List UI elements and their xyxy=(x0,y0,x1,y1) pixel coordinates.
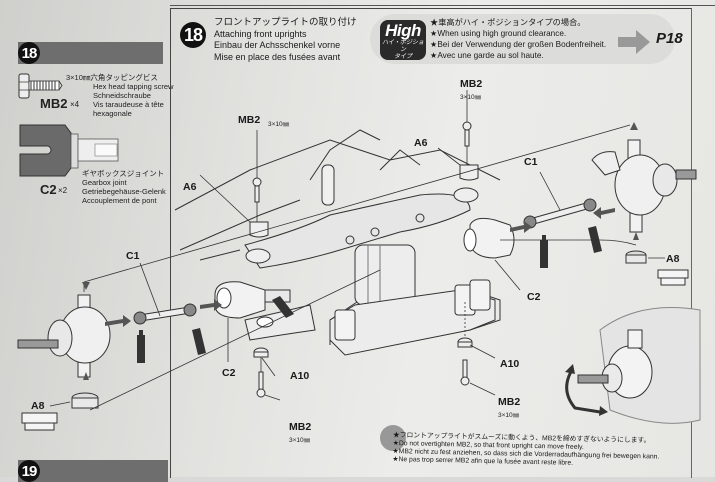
callout-mb2-size: 3×10㎜ xyxy=(289,437,311,444)
driveshaft-right xyxy=(523,198,597,229)
step-title-jp: フロントアップライトの取り付け xyxy=(214,17,357,28)
callout-mb2: MB2 xyxy=(238,114,261,126)
high-note-en: ★When using high ground clearance. xyxy=(430,29,567,38)
driveshaft-left xyxy=(133,303,197,325)
callout-mb2: MB2 xyxy=(289,421,312,433)
callout-a8: A8 xyxy=(666,253,680,265)
parts-step-badge: 18 xyxy=(18,42,40,64)
callout-mb2: MB2 xyxy=(460,78,483,90)
callout-a8: A8 xyxy=(31,400,45,412)
lower-plate xyxy=(329,279,496,356)
callout-a6: A6 xyxy=(183,181,197,193)
high-note-fr: ★Avec une garde au sol haute. xyxy=(430,51,544,60)
callout-a6: A6 xyxy=(414,137,428,149)
step-title-de: Einbau der Achsschenkel vorne xyxy=(214,40,341,50)
high-note-jp: ★車高がハイ・ポジションタイプの場合。 xyxy=(430,18,586,27)
gearbox-joint-right xyxy=(463,217,515,259)
part-code: MB2 xyxy=(40,96,68,111)
page-reference-link[interactable]: P18 xyxy=(656,30,683,47)
step-title-fr: Mise en place des fusées avant xyxy=(214,51,341,62)
callout-c2: C2 xyxy=(527,291,541,303)
part-name-jp: 3×10㎜六角タッピングビス xyxy=(66,73,158,82)
high-note-de: ★Bei der Verwendung der großen Bodenfrei… xyxy=(430,40,607,49)
callout-c2: C2 xyxy=(222,367,236,379)
suspension-arm xyxy=(244,187,479,269)
front-upright-left xyxy=(17,294,111,378)
gearbox-joint-left xyxy=(214,281,291,319)
part-name-fr: Accouplement de pont xyxy=(82,196,157,205)
lower-arm-left xyxy=(244,304,316,341)
high-badge-sub2: タイプ xyxy=(393,54,412,60)
step-panel xyxy=(170,8,692,478)
a8-bushing-left xyxy=(21,392,99,431)
callout-mb2-size: 3×10㎜ xyxy=(460,94,482,101)
step-title: フロントアップライトの取り付け Attaching front uprights… xyxy=(214,17,357,63)
high-position-badge: High ハイ・ポジション タイプ xyxy=(380,20,426,60)
callout-mb2-size: 3×10㎜ xyxy=(498,412,520,419)
high-badge-label: High xyxy=(385,21,421,40)
callout-a10: A10 xyxy=(500,358,520,370)
upright-rotation-inset xyxy=(577,307,701,424)
high-clearance-notes: ★車高がハイ・ポジションタイプの場合。 ★When using high gro… xyxy=(430,17,606,61)
high-badge-sub1: ハイ・ポジション xyxy=(382,40,424,53)
part-code: C2 xyxy=(40,182,57,197)
callout-mb2: MB2 xyxy=(498,396,521,408)
callout-c1: C1 xyxy=(126,250,140,262)
callout-c1: C1 xyxy=(524,156,538,168)
parts-step-bar xyxy=(18,42,163,64)
front-upright-right xyxy=(591,139,697,233)
caution-seal-icon xyxy=(380,425,406,451)
grease-tube-icon xyxy=(137,226,602,363)
a10-spacer xyxy=(253,337,473,358)
a8-bushing-right xyxy=(625,250,689,286)
rotate-arrow-icon xyxy=(565,364,608,416)
part-name-jp: ギヤボックスジョイント xyxy=(82,169,165,178)
callout-a10: A10 xyxy=(290,370,310,382)
part-quantity: ×4 xyxy=(70,100,80,109)
caution-note: ★フロントアップライトがスムーズに動くよう、MB2を締めすぎないようにします。 … xyxy=(392,432,659,470)
part-name-fr: Vis taraudeuse à tête hexagonale xyxy=(93,100,164,118)
part-quantity: ×2 xyxy=(58,186,68,195)
insertion-arrows xyxy=(82,122,639,380)
step-title-en: Attaching front uprights xyxy=(214,28,307,39)
previous-step-border xyxy=(170,0,715,6)
gearbox-housing xyxy=(321,164,416,306)
part-name-en: Hex head tapping screw xyxy=(93,82,174,91)
arrow-right-icon xyxy=(618,30,650,54)
callout-mb2-size: 3×10㎜ xyxy=(268,121,290,128)
part-name-en: Gearbox joint xyxy=(82,178,127,187)
step-number-badge: 18 xyxy=(180,22,206,48)
part-name-de: Getriebegehäuse-Gelenk xyxy=(82,187,166,196)
part-name-de: Schneidschraube xyxy=(93,91,151,100)
mb2-screw xyxy=(252,121,472,398)
